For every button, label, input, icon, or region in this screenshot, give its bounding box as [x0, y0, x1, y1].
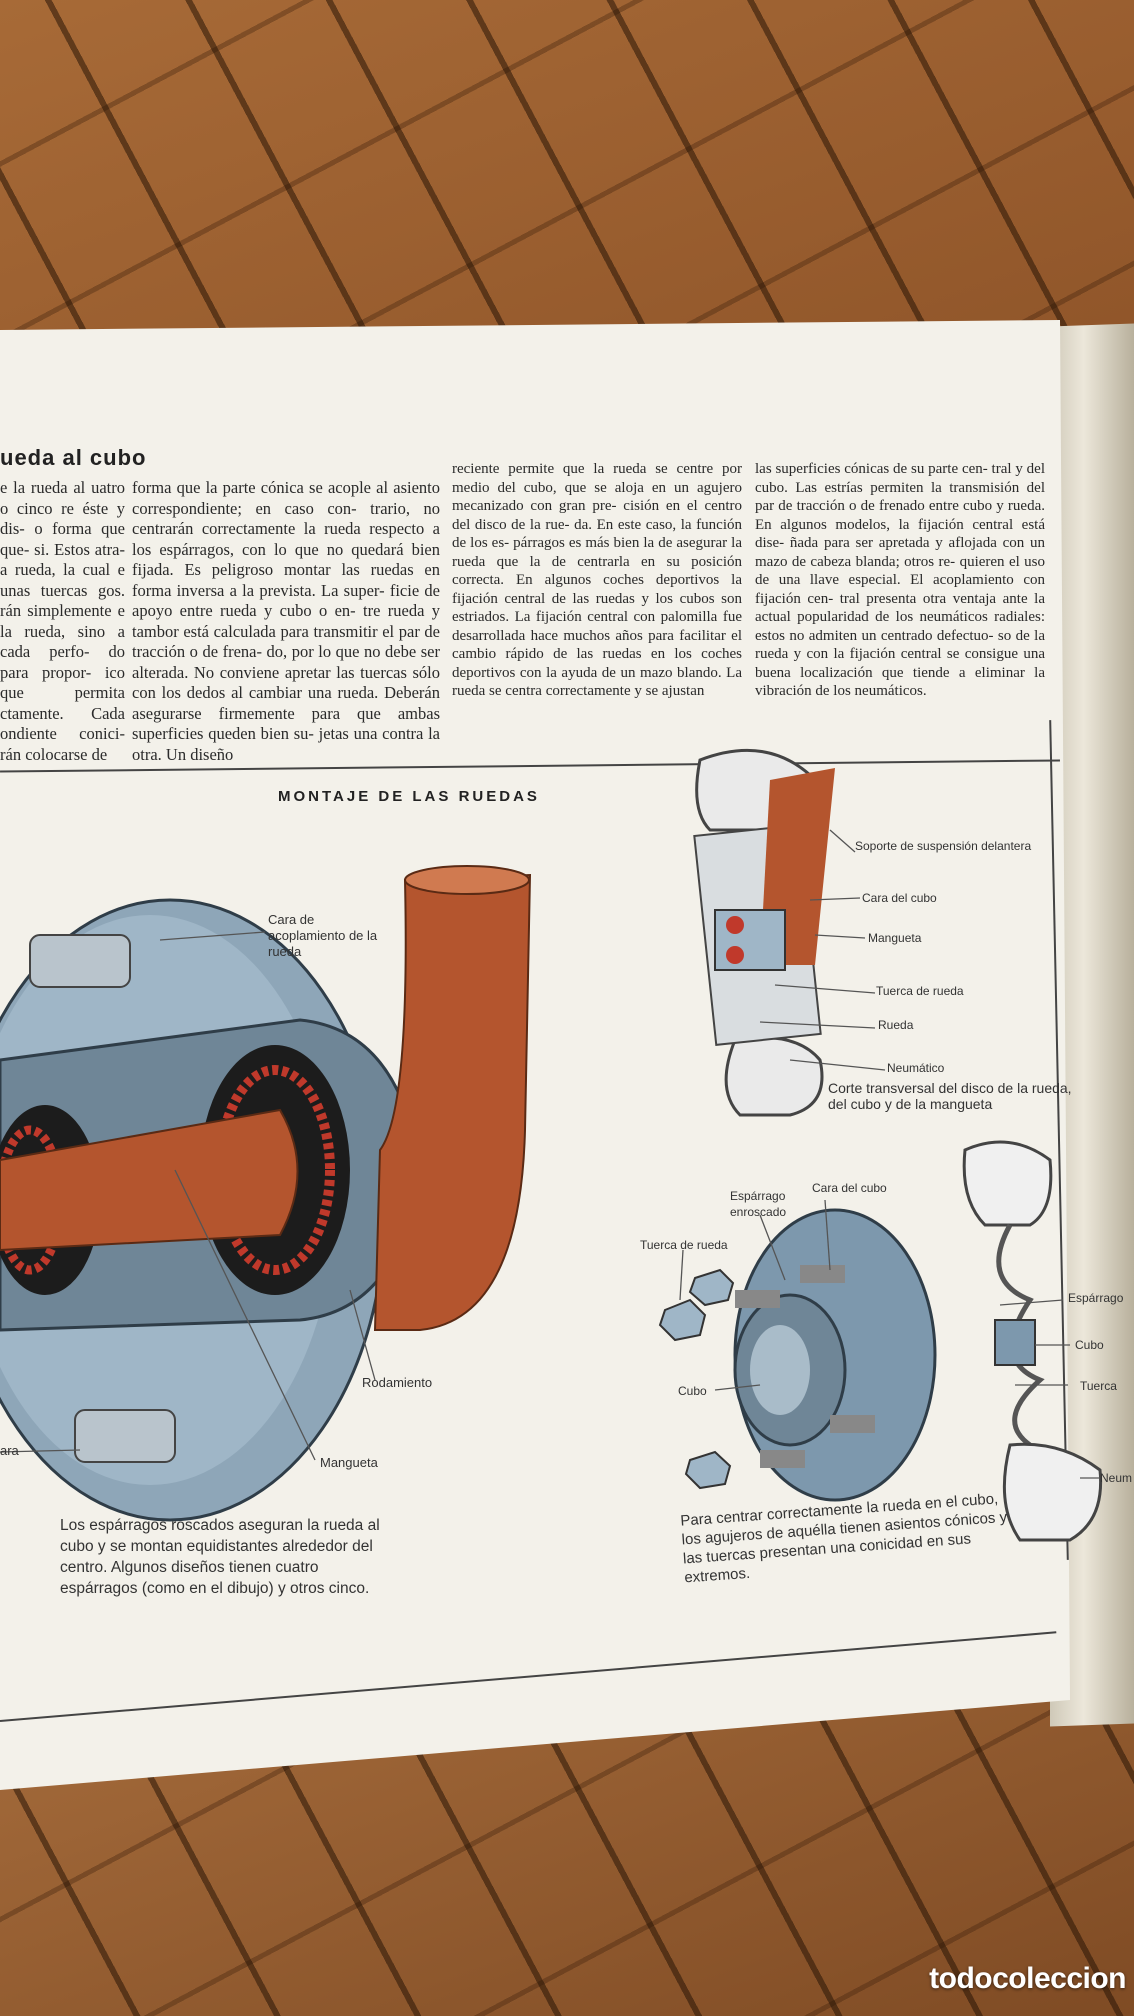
- bearing-race: [215, 1065, 335, 1275]
- label-tuerca: Tuerca: [1080, 1379, 1117, 1393]
- tire-bottom: [724, 1036, 824, 1117]
- exploded-stud-3: [760, 1450, 805, 1468]
- label-cara-cubo-2: Cara del cubo: [812, 1181, 887, 1195]
- section-headline: ueda al cubo: [0, 445, 147, 470]
- nut-2: [688, 1268, 735, 1307]
- watermark-logo: todocoleccion: [929, 1962, 1126, 1995]
- label-rueda: Rueda: [878, 1018, 914, 1032]
- caption-left: Los espárragos roscados aseguran la rued…: [60, 1517, 380, 1597]
- spindle: [0, 1108, 299, 1252]
- label-cubo-2: Cubo: [1075, 1338, 1104, 1352]
- right-hub-block: [994, 1319, 1036, 1366]
- stud-bottom: [74, 1409, 176, 1463]
- upright-top: [404, 865, 530, 895]
- upright: [373, 873, 532, 1331]
- exploded-hub-bore: [750, 1325, 810, 1415]
- text-column-4: las superficies cónicas de su parte cen-…: [755, 461, 1045, 699]
- label-neumatico: Neumático: [887, 1061, 945, 1075]
- exploded-stud-2: [735, 1290, 780, 1308]
- right-tire-top: [962, 1140, 1053, 1227]
- section-bearing-b: [726, 946, 744, 964]
- nut-1: [658, 1298, 707, 1342]
- label-rodamiento: Rodamiento: [362, 1375, 433, 1390]
- label-tuerca-rueda: Tuerca de rueda: [876, 984, 964, 998]
- section-bearing-a: [726, 916, 744, 934]
- label-mangueta-2: Mangueta: [868, 931, 922, 945]
- label-esparrago: Espárrago: [1068, 1291, 1124, 1305]
- label-cubo: Cubo: [678, 1384, 707, 1398]
- exploded-stud-1: [800, 1265, 845, 1283]
- leader-lines: [0, 829, 1100, 1479]
- text-column-1: e la rueda al uatro o cinco re éste y di…: [0, 478, 125, 764]
- text-column-3: reciente permite que la rueda se centre …: [452, 461, 742, 699]
- label-mangueta: Mangueta: [320, 1455, 378, 1470]
- nut-3: [684, 1450, 732, 1490]
- label-soporte: Soporte de suspensión delantera: [855, 839, 1032, 853]
- stud-top: [29, 934, 131, 988]
- label-cara-partial: ara: [0, 1443, 19, 1458]
- label-cara-acoplamiento: Cara de acoplamiento de la rueda: [268, 912, 378, 959]
- label-neum-partial: Neum: [1100, 1471, 1133, 1485]
- text-column-2: forma que la parte cónica se acople al a…: [132, 478, 440, 764]
- label-esparrago-enroscado: Espárrago enroscado: [730, 1189, 787, 1219]
- label-tuerca-rueda-2: Tuerca de rueda: [640, 1238, 728, 1252]
- caption-corte: Corte transversal del disco de la rueda,…: [828, 1080, 1072, 1112]
- figure-title: MONTAJE DE LAS RUEDAS: [278, 788, 540, 805]
- right-tire-bottom: [1002, 1442, 1103, 1542]
- exploded-stud-4: [830, 1415, 875, 1433]
- label-cara-cubo: Cara del cubo: [862, 891, 937, 905]
- section-hub: [714, 909, 786, 971]
